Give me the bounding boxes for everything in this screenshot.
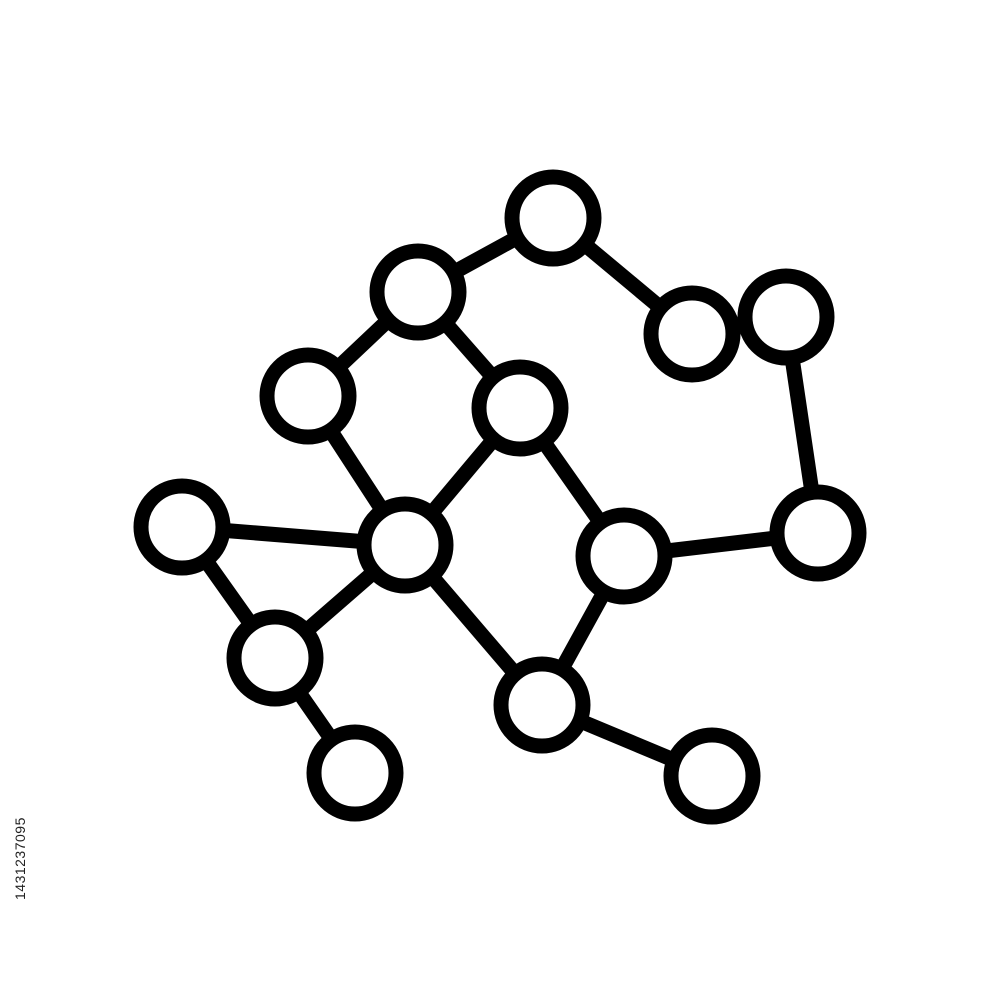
node-n3 — [259, 347, 357, 445]
node-n11 — [306, 724, 404, 822]
node-n9 — [226, 609, 324, 707]
node-n6 — [471, 359, 569, 457]
node-n7 — [356, 496, 454, 594]
node-n13 — [769, 484, 867, 582]
network-nodes — [133, 169, 867, 825]
node-n10 — [575, 507, 673, 605]
node-n8 — [133, 478, 231, 576]
node-n1 — [369, 243, 467, 341]
node-n4 — [643, 285, 741, 383]
node-n14 — [663, 727, 761, 825]
stock-id-label: 1431237095 — [12, 817, 28, 900]
node-n2 — [504, 169, 602, 267]
node-n5 — [737, 268, 835, 366]
node-n12 — [493, 656, 591, 754]
